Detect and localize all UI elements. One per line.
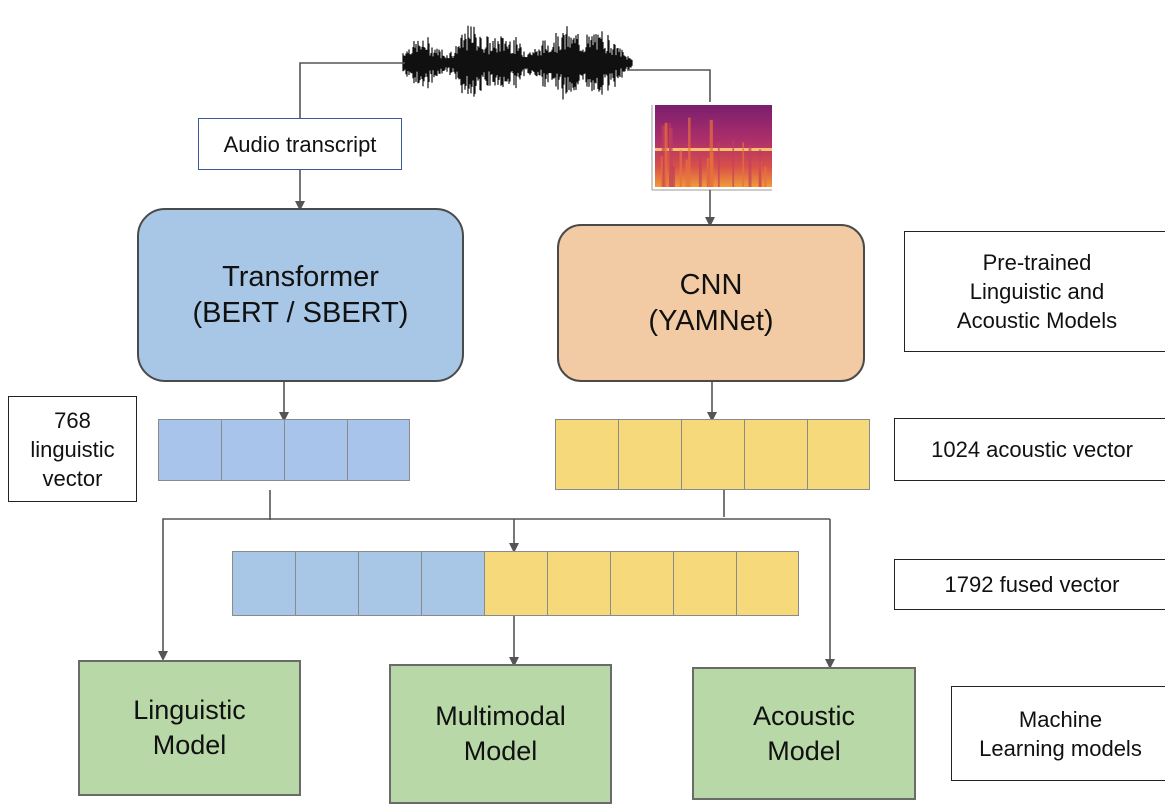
vector-cell xyxy=(484,551,548,616)
multimodal-model-label: Multimodal Model xyxy=(435,701,566,766)
acoustic-vector-label: 1024 acoustic vector xyxy=(931,437,1133,462)
vector-cell xyxy=(673,551,737,616)
linguistic-model-label: Linguistic Model xyxy=(133,695,246,760)
vector-cell xyxy=(736,551,799,616)
vector-cell xyxy=(744,419,808,490)
acoustic-model-label: Acoustic Model xyxy=(752,700,856,766)
vector-cell xyxy=(232,551,296,616)
ml-models-label: Machine Learning models xyxy=(979,706,1142,761)
linguistic-vector-label-box: 768 linguistic vector xyxy=(8,396,137,502)
vector-cell xyxy=(681,419,745,490)
vector-cell xyxy=(358,551,422,616)
multimodal-model: Multimodal Model xyxy=(389,664,612,804)
pretrained-models-label-box: Pre-trained Linguistic and Acoustic Mode… xyxy=(904,231,1165,352)
spectrogram-icon xyxy=(651,105,772,191)
linguistic-vector-label: 768 linguistic vector xyxy=(30,407,115,491)
acoustic-vector xyxy=(555,419,870,490)
cnn-model: CNN (YAMNet) xyxy=(557,224,865,382)
vector-cell xyxy=(158,419,222,481)
vector-cell xyxy=(555,419,619,490)
audio-transcript-label: Audio transcript xyxy=(223,131,377,157)
vector-cell xyxy=(221,419,285,481)
pretrained-models-label: Pre-trained Linguistic and Acoustic Mode… xyxy=(956,250,1118,333)
fused-vector-label-box: 1792 fused vector xyxy=(894,559,1165,610)
linguistic-vector xyxy=(158,419,410,481)
fused-vector xyxy=(232,551,799,616)
vector-cell xyxy=(284,419,348,481)
acoustic-model: Acoustic Model xyxy=(692,667,916,800)
vector-cell xyxy=(421,551,485,616)
vector-cell xyxy=(295,551,359,616)
transformer-label: Transformer (BERT / SBERT) xyxy=(192,261,409,329)
audio-waveform-icon xyxy=(402,25,633,100)
transformer-model: Transformer (BERT / SBERT) xyxy=(137,208,464,382)
connectors xyxy=(158,62,835,669)
vector-cell xyxy=(807,419,870,490)
linguistic-model: Linguistic Model xyxy=(78,660,301,796)
audio-transcript-box: Audio transcript xyxy=(198,118,402,170)
acoustic-vector-label-box: 1024 acoustic vector xyxy=(894,418,1165,481)
vector-cell xyxy=(618,419,682,490)
fused-vector-label: 1792 fused vector xyxy=(944,572,1120,597)
ml-models-label-box: Machine Learning models xyxy=(951,686,1165,781)
vector-cell xyxy=(547,551,611,616)
cnn-label: CNN (YAMNet) xyxy=(648,269,774,337)
vector-cell xyxy=(610,551,674,616)
vector-cell xyxy=(347,419,410,481)
